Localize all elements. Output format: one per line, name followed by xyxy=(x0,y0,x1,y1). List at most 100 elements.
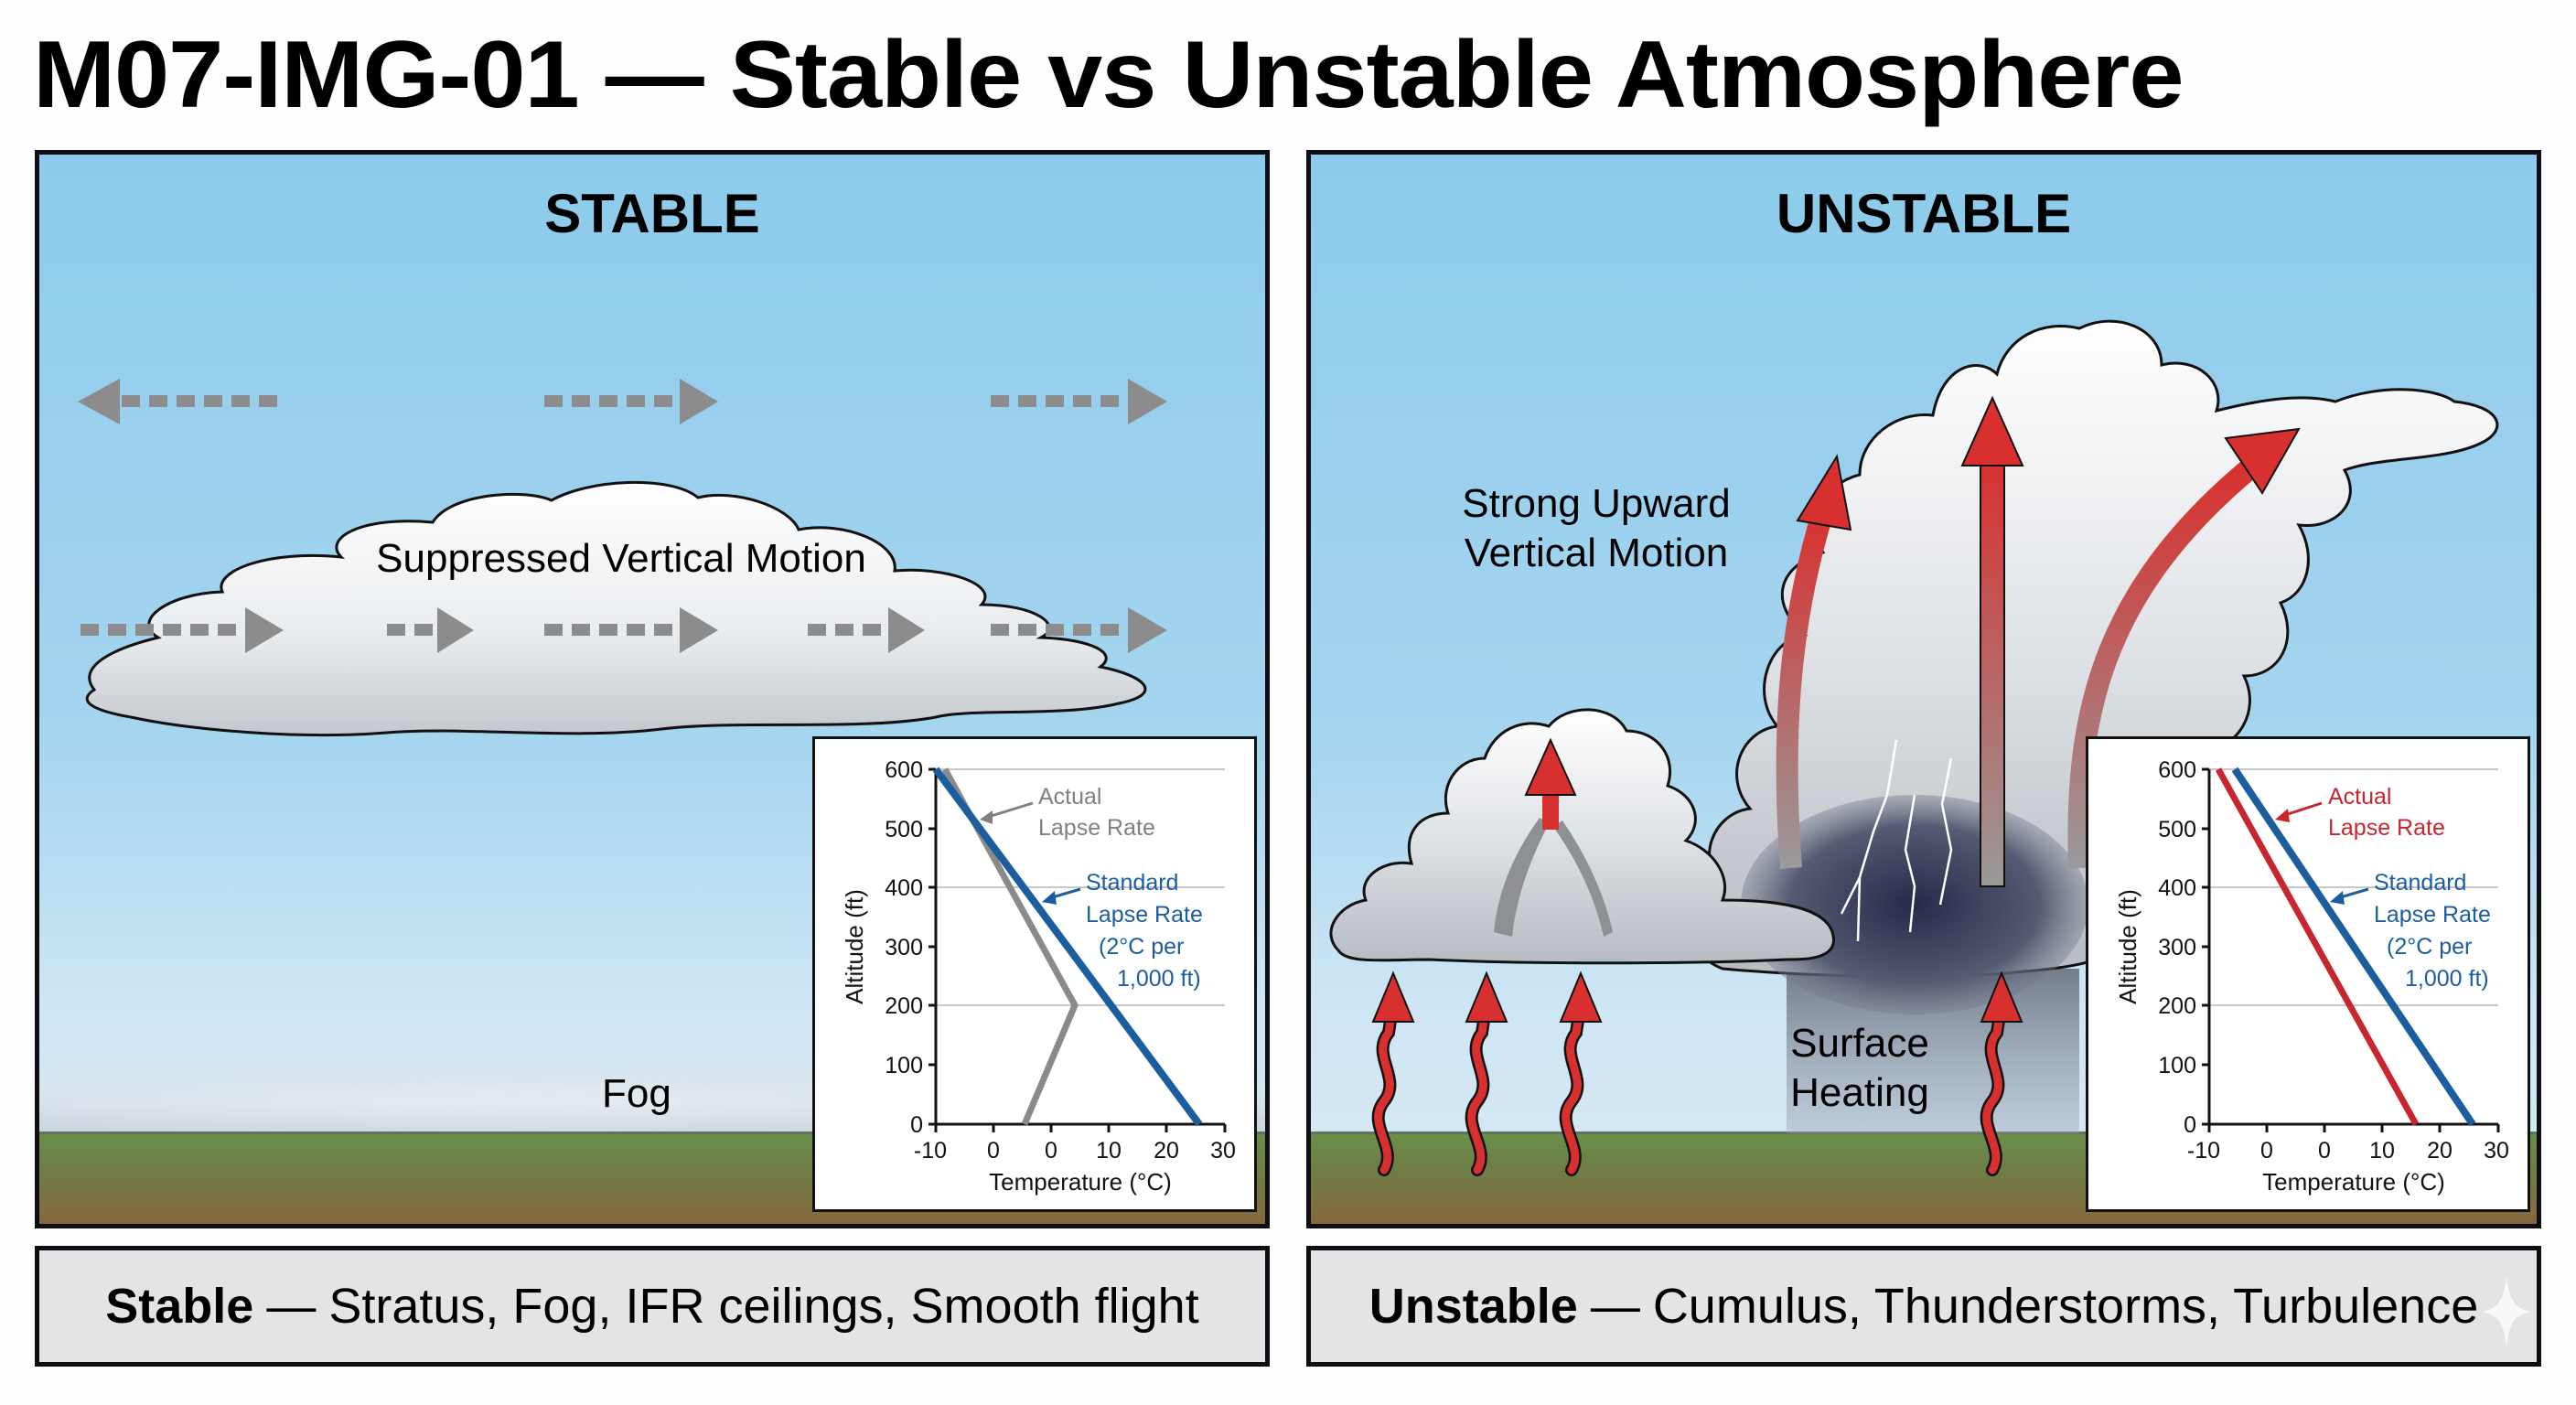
updraft-arrow-right xyxy=(2067,456,2260,869)
actual-annotation: Actual Lapse Rate xyxy=(2328,784,2445,841)
standard-lapse-line xyxy=(932,767,1203,1127)
dashed-arrow-right xyxy=(991,379,1167,424)
svg-text:0: 0 xyxy=(1045,1138,1057,1164)
standard-lapse-line xyxy=(2231,767,2476,1127)
lightning-bolts xyxy=(1840,739,1953,942)
unstable-panel: UNSTABLE xyxy=(1306,150,2541,1228)
unstable-caption-term: Unstable xyxy=(1368,1279,1578,1334)
cloud-label: Suppressed Vertical Motion xyxy=(376,536,866,581)
svg-text:1,000 ft): 1,000 ft) xyxy=(2405,966,2489,992)
svg-text:Lapse Rate: Lapse Rate xyxy=(1086,902,1203,928)
x-axis-label: Temperature (°C) xyxy=(989,1168,1172,1196)
heat-arrows-fill xyxy=(1374,1010,2004,1174)
stratus-cloud xyxy=(85,480,1147,737)
svg-text:0: 0 xyxy=(2318,1138,2331,1164)
grid-lines xyxy=(936,768,1225,1006)
y-tick-labels: 600 500 400 300 200 100 0 xyxy=(885,757,923,1138)
updraft-arrow-left xyxy=(1776,508,1834,869)
y-tick-labels: 600 500 400 300 200 100 0 xyxy=(2158,757,2196,1138)
standard-annotation: Standard Lapse Rate (2°C per 1,000 ft) xyxy=(1086,870,1203,992)
svg-text:0: 0 xyxy=(2260,1138,2273,1164)
sparkle-icon xyxy=(2481,1275,2532,1348)
dashed-arrow-right xyxy=(80,607,284,653)
dashed-arrow-right xyxy=(387,607,474,653)
svg-text:500: 500 xyxy=(2158,817,2196,842)
updraft-arrow-center xyxy=(1980,456,2005,887)
svg-text:20: 20 xyxy=(2427,1138,2453,1164)
updraft-arrow-head xyxy=(1524,737,1577,796)
heat-arrow-heads xyxy=(1371,971,2023,1023)
dashed-arrow-left xyxy=(78,379,277,424)
y-axis-label: Altitude (ft) xyxy=(841,889,868,1004)
updraft-arrow xyxy=(1494,818,1549,937)
svg-text:Actual: Actual xyxy=(1038,784,1101,810)
unstable-caption: Unstable — Cumulus, Thunderstorms, Turbu… xyxy=(1306,1246,2541,1367)
stable-panel: STABLE xyxy=(35,150,1270,1228)
svg-text:600: 600 xyxy=(885,757,923,783)
svg-text:Lapse Rate: Lapse Rate xyxy=(2328,815,2445,841)
stable-caption-text: Stratus, Fog, IFR ceilings, Smooth fligh… xyxy=(328,1279,1199,1334)
dashed-arrow-right xyxy=(544,379,718,424)
cumulus-cloud xyxy=(1329,708,1836,965)
svg-text:0: 0 xyxy=(2184,1112,2196,1138)
stable-lapse-rate-chart: 600 500 400 300 200 100 0 -10 0 0 10 20 … xyxy=(812,736,1257,1212)
svg-text:0: 0 xyxy=(910,1112,923,1138)
svg-text:(2°C per: (2°C per xyxy=(1099,934,1184,960)
axes xyxy=(928,767,1227,1132)
actual-lapse-line xyxy=(941,767,1079,1126)
svg-text:100: 100 xyxy=(2158,1053,2196,1078)
surface-heating-label: Surface Heating xyxy=(1764,1019,1956,1118)
svg-text:20: 20 xyxy=(1154,1138,1179,1164)
svg-text:Standard: Standard xyxy=(2374,870,2466,896)
svg-text:600: 600 xyxy=(2158,757,2196,783)
caption-separator: — xyxy=(1590,1279,1640,1334)
svg-text:-10: -10 xyxy=(914,1138,947,1164)
x-tick-labels: -10 0 0 10 20 30 xyxy=(914,1138,1236,1164)
svg-text:10: 10 xyxy=(1096,1138,1122,1164)
axes xyxy=(2202,767,2500,1132)
svg-text:Lapse Rate: Lapse Rate xyxy=(2374,902,2491,928)
svg-text:Standard: Standard xyxy=(1086,870,1178,896)
upward-motion-label-line2: Vertical Motion xyxy=(1464,531,1729,575)
stable-caption: Stable — Stratus, Fog, IFR ceilings, Smo… xyxy=(35,1246,1270,1367)
x-tick-labels: -10 0 0 10 20 30 xyxy=(2187,1138,2509,1164)
svg-text:400: 400 xyxy=(885,875,923,901)
surface-heating-line2: Heating xyxy=(1790,1070,1929,1115)
updraft-arrow xyxy=(1553,820,1613,937)
svg-text:(2°C per: (2°C per xyxy=(2387,934,2472,960)
svg-text:30: 30 xyxy=(1210,1138,1236,1164)
stable-caption-term: Stable xyxy=(105,1279,254,1334)
svg-text:30: 30 xyxy=(2484,1138,2509,1164)
svg-text:0: 0 xyxy=(987,1138,1000,1164)
dashed-arrow-right xyxy=(991,607,1167,653)
unstable-lapse-rate-chart: 600 500 400 300 200 100 0 -10 0 0 10 20 … xyxy=(2086,736,2530,1212)
svg-text:200: 200 xyxy=(885,993,923,1019)
caption-separator: — xyxy=(266,1279,317,1334)
svg-text:400: 400 xyxy=(2158,875,2196,901)
svg-text:200: 200 xyxy=(2158,993,2196,1019)
svg-text:500: 500 xyxy=(885,817,923,842)
upward-motion-label: Strong Upward Vertical Motion xyxy=(1450,479,1743,578)
fog-label: Fog xyxy=(602,1071,671,1116)
y-axis-label: Altitude (ft) xyxy=(2114,889,2141,1004)
svg-text:10: 10 xyxy=(2369,1138,2395,1164)
dashed-arrow-right xyxy=(808,607,925,653)
upward-motion-label-line1: Strong Upward xyxy=(1462,481,1731,526)
stratus-cloud-illustration xyxy=(78,379,1167,737)
svg-text:300: 300 xyxy=(2158,935,2196,960)
svg-text:300: 300 xyxy=(885,935,923,960)
surface-heating-line1: Surface xyxy=(1790,1021,1929,1066)
svg-text:Lapse Rate: Lapse Rate xyxy=(1038,815,1155,841)
svg-text:Actual: Actual xyxy=(2328,784,2391,810)
x-axis-label: Temperature (°C) xyxy=(2262,1168,2445,1196)
grid-lines xyxy=(2209,768,2498,1006)
svg-text:-10: -10 xyxy=(2187,1138,2220,1164)
cumulonimbus-illustration xyxy=(1329,319,2499,1176)
actual-annotation: Actual Lapse Rate xyxy=(1038,784,1155,841)
svg-text:1,000 ft): 1,000 ft) xyxy=(1117,966,1201,992)
svg-text:100: 100 xyxy=(885,1053,923,1078)
actual-lapse-line xyxy=(2215,767,2420,1126)
dashed-arrow-right xyxy=(544,607,718,653)
page-title: M07-IMG-01 — Stable vs Unstable Atmosphe… xyxy=(33,22,2184,128)
unstable-heading: UNSTABLE xyxy=(1776,183,2072,244)
